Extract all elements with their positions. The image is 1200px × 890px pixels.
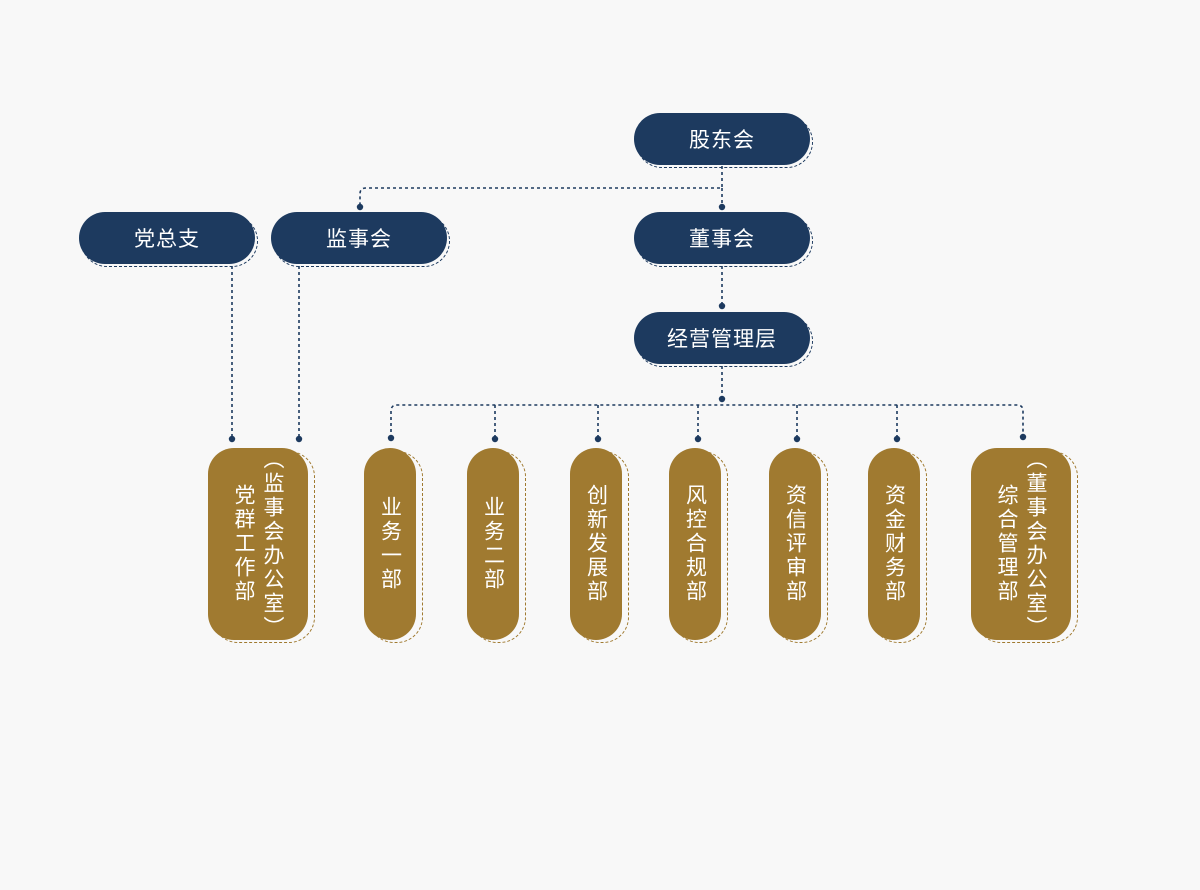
connector-shareholders xyxy=(359,166,723,206)
dept-label: 资信评审部 xyxy=(783,484,808,604)
dept-party-affairs: 党群工作部 （监事会办公室） xyxy=(208,448,315,643)
dept-label: 风控合规部 xyxy=(683,484,708,604)
node-party-branch: 党总支 xyxy=(79,212,258,267)
dept-innovation: 创新发展部 xyxy=(570,448,629,643)
node-label: 董事会 xyxy=(689,227,755,251)
dept-note: （监事会办公室） xyxy=(261,448,285,640)
dept-credit-review: 资信评审部 xyxy=(769,448,828,643)
node-label: 经营管理层 xyxy=(667,327,777,351)
node-shareholders: 股东会 xyxy=(634,113,813,168)
node-board: 董事会 xyxy=(634,212,813,267)
connector-management-departments xyxy=(390,404,1024,438)
dept-label: 业务一部 xyxy=(378,496,403,592)
dept-label: 综合管理部 xyxy=(995,484,1019,604)
dept-label: 党群工作部 xyxy=(232,484,256,604)
node-supervisory-board: 监事会 xyxy=(271,212,450,267)
dept-label: 业务二部 xyxy=(481,496,506,592)
dept-business-1: 业务一部 xyxy=(364,448,423,643)
dept-label: 创新发展部 xyxy=(584,484,609,604)
node-management: 经营管理层 xyxy=(634,312,813,367)
dept-label: 资金财务部 xyxy=(882,484,907,604)
node-label: 监事会 xyxy=(326,227,392,251)
dept-general-admin: 综合管理部 （董事会办公室） xyxy=(971,448,1078,643)
dept-risk-compliance: 风控合规部 xyxy=(669,448,728,643)
dept-business-2: 业务二部 xyxy=(467,448,526,643)
node-label: 股东会 xyxy=(689,128,755,152)
dept-finance: 资金财务部 xyxy=(868,448,927,643)
dept-note: （董事会办公室） xyxy=(1024,448,1048,640)
node-label: 党总支 xyxy=(134,227,200,251)
